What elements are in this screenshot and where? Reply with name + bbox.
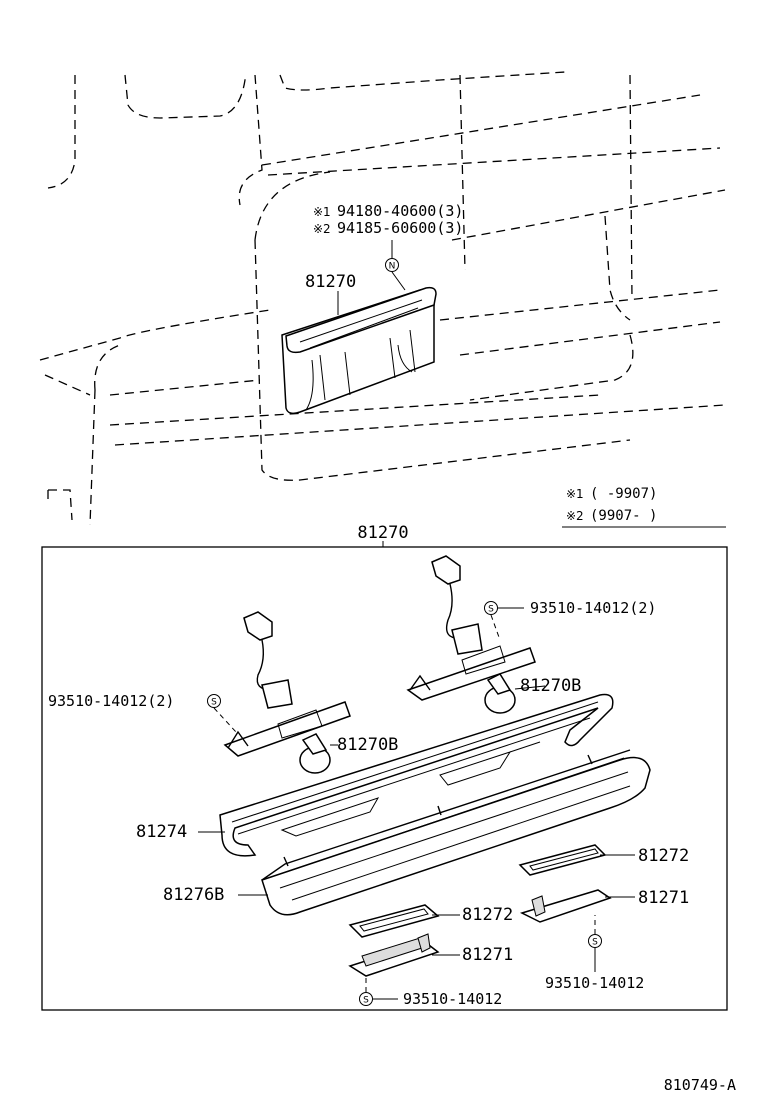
installed-stop-lamp <box>281 286 437 415</box>
legend-row2-range: (9907- ) <box>590 508 657 524</box>
socket-right <box>519 889 612 923</box>
label-socket-left: 81271 <box>462 945 513 965</box>
screw-marker-bottom-left: S <box>359 978 398 1006</box>
note1-mark: ※1 <box>313 205 331 219</box>
screw-marker-bottom-right: S <box>588 915 602 972</box>
screw-marker-upper-right: S <box>484 601 524 641</box>
gasket-left <box>348 904 440 938</box>
label-housing: 81276B <box>163 885 224 905</box>
date-legend: ※1 ( -9907) ※2 (9907- ) <box>562 486 726 528</box>
legend-row1-range: ( -9907) <box>590 486 657 502</box>
legend-row1-mark: ※1 <box>566 487 584 501</box>
label-bulb-left: 81270B <box>337 735 398 755</box>
screw-marker-upper-left: S <box>207 694 237 733</box>
svg-text:S: S <box>211 698 217 708</box>
vehicle-rear-outline <box>39 71 726 526</box>
svg-text:S: S <box>488 605 494 615</box>
gasket-right <box>518 844 607 876</box>
socket-wire-right <box>406 555 536 701</box>
housing-part <box>261 749 651 916</box>
label-gasket-right: 81272 <box>638 846 689 866</box>
svg-text:S: S <box>363 996 369 1006</box>
label-gasket-left: 81272 <box>462 905 513 925</box>
label-socket-right: 81271 <box>638 888 689 908</box>
label-screw-upper-left: 93510-14012(2) <box>48 692 174 710</box>
figure-id: 810749-A <box>664 1076 736 1094</box>
note1-part-number: 94180-40600(3) <box>337 202 463 220</box>
svg-text:S: S <box>592 938 598 948</box>
label-screw-bottom-left: 93510-14012 <box>403 990 502 1008</box>
exploded-view-title: 81270 <box>357 523 408 543</box>
exploded-view-frame <box>41 546 728 1011</box>
lens-part <box>219 693 614 857</box>
label-leaders <box>198 685 635 956</box>
bulb-left <box>299 733 331 774</box>
socket-left <box>348 933 440 977</box>
nut-symbol: N <box>389 262 396 272</box>
legend-row2-mark: ※2 <box>566 509 584 523</box>
assembly-ref-label: 81270 <box>305 272 356 292</box>
socket-wire-left <box>223 611 351 757</box>
note2-part-number: 94185-60600(3) <box>337 219 463 237</box>
nut-marker: N <box>385 240 406 291</box>
note2-mark: ※2 <box>313 222 331 236</box>
label-bulb-right: 81270B <box>520 676 581 696</box>
label-screw-upper-right: 93510-14012(2) <box>530 599 656 617</box>
label-lens: 81274 <box>136 822 187 842</box>
label-screw-bottom-right: 93510-14012 <box>545 974 644 992</box>
bulb-right <box>484 673 516 714</box>
